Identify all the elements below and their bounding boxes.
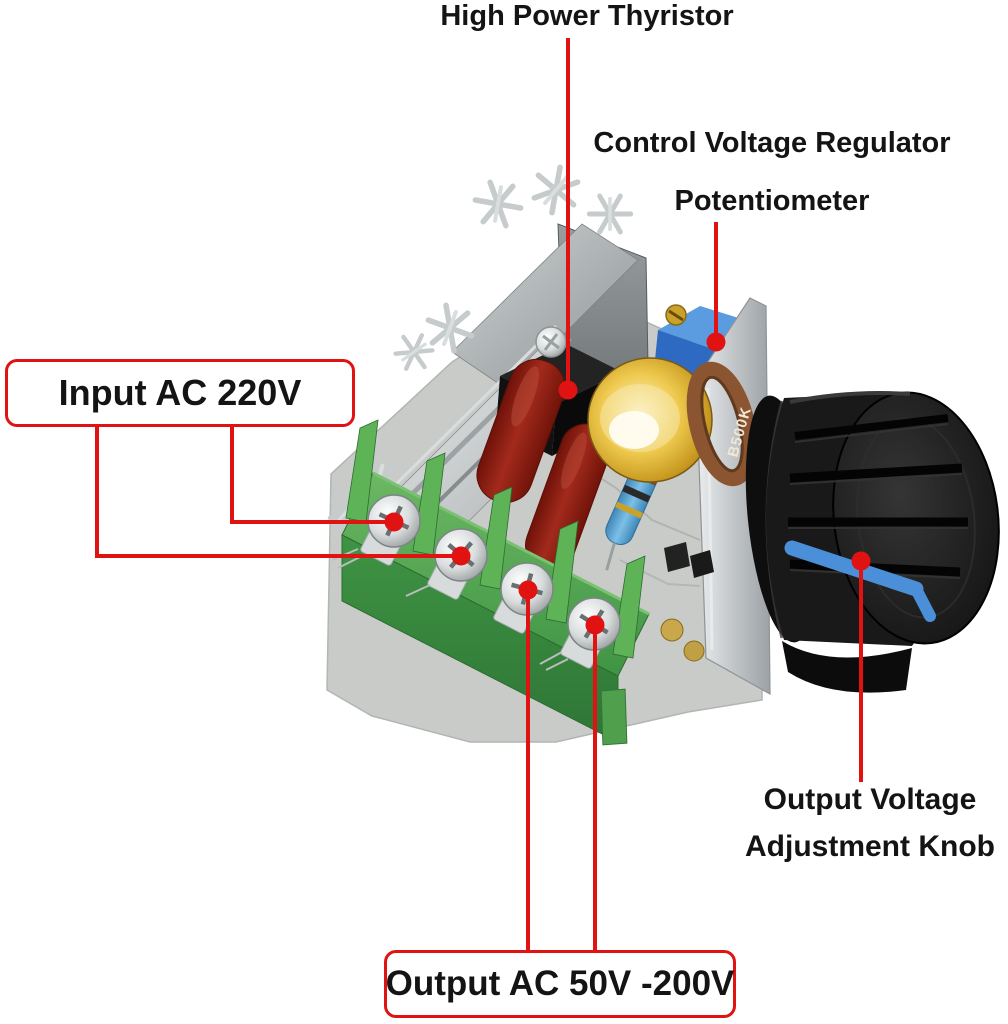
input-callout-label: Input AC 220V (58, 372, 302, 413)
terminal-dividers (345, 419, 646, 659)
label-adjustment-knob: Adjustment Knob (745, 830, 995, 863)
output-callout-label: Output AC 50V -200V (385, 964, 735, 1003)
label-potentiometer: Potentiometer (674, 185, 870, 217)
thyristor-dot (558, 380, 578, 400)
main-potentiometer: B500K (587, 357, 758, 578)
annotation-lines (95, 38, 863, 953)
input-pointer-line-1 (230, 424, 394, 524)
label-high-power-thyristor: High Power Thyristor (440, 0, 734, 32)
annotation-dots (384, 332, 871, 635)
knob-dot (851, 551, 871, 571)
terminal-block-tab (600, 688, 628, 746)
wire-clamps (360, 529, 601, 669)
label-control-voltage-regulator: Control Voltage Regulator (593, 127, 951, 159)
solder-joints (660, 618, 705, 662)
output-terminal-3-dot (518, 580, 538, 600)
input-terminal-1-dot (384, 512, 404, 532)
input-terminal-2-dot (451, 546, 471, 566)
input-pointer-line-2 (95, 424, 461, 558)
label-output-voltage: Output Voltage (763, 783, 977, 816)
potentiometer-dot (706, 332, 726, 352)
output-callout-box: Output AC 50V -200V (384, 950, 736, 1018)
input-callout-box: Input AC 220V (5, 359, 355, 427)
black-adjustment-knob (745, 391, 1000, 693)
blue-indicator-stripe (784, 540, 936, 622)
output-terminal-4-dot (585, 615, 605, 635)
